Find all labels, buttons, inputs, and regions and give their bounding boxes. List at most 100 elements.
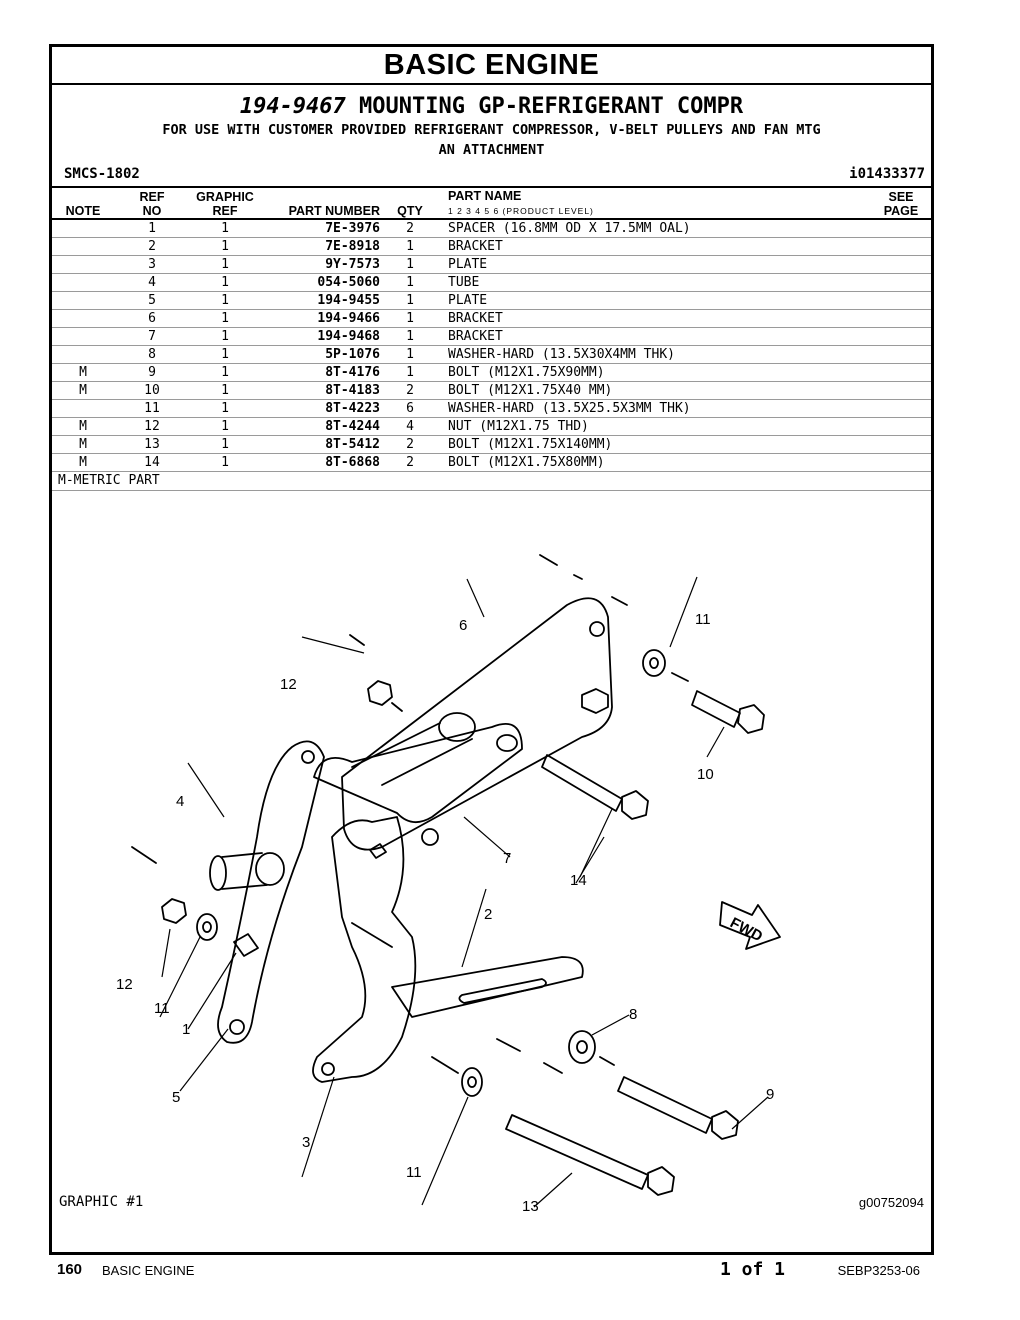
cell-graphic-ref: 1 xyxy=(190,237,260,256)
cell-ref: 8 xyxy=(114,345,190,364)
cell-ref: 6 xyxy=(114,309,190,328)
fwd-arrow xyxy=(719,901,781,950)
callout-11-upper: 11 xyxy=(695,611,711,628)
graphic-label: GRAPHIC #1 xyxy=(59,1194,144,1210)
header-note: NOTE xyxy=(52,186,114,220)
bolt-9 xyxy=(617,1076,713,1134)
cell-qty: 2 xyxy=(380,435,440,454)
cell-see-page xyxy=(871,237,931,256)
page-of: 1 of 1 xyxy=(720,1259,786,1280)
exploded-view-drawing: FWD xyxy=(116,554,781,1215)
bracket-7 xyxy=(313,722,523,823)
group-name: MOUNTING GP-REFRIGERANT COMPR xyxy=(359,94,744,119)
cell-note xyxy=(52,309,114,328)
washer-8 xyxy=(568,1030,596,1064)
cell-part-number: 7E-3976 xyxy=(260,219,380,238)
washer-11-upper xyxy=(642,649,666,677)
cell-note: M xyxy=(52,453,114,472)
bolt-10 xyxy=(691,690,741,728)
cell-graphic-ref: 1 xyxy=(190,345,260,364)
cell-part-name: TUBE xyxy=(440,273,871,292)
washer-11-lower xyxy=(461,1067,483,1097)
cell-part-number: 5P-1076 xyxy=(260,345,380,364)
cell-graphic-ref: 1 xyxy=(190,381,260,400)
cell-qty: 1 xyxy=(380,345,440,364)
cell-see-page xyxy=(871,219,931,238)
cell-part-name: BRACKET xyxy=(440,309,871,328)
cell-part-name: BOLT (M12X1.75X90MM) xyxy=(440,363,871,382)
cell-qty: 2 xyxy=(380,381,440,400)
plate-5 xyxy=(217,740,325,1044)
callout-12-lower: 12 xyxy=(116,976,133,993)
cell-part-number: 7E-8918 xyxy=(260,237,380,256)
cell-graphic-ref: 1 xyxy=(190,363,260,382)
callout-8: 8 xyxy=(629,1006,637,1023)
cell-part-number: 194-9455 xyxy=(260,291,380,310)
parts-page-frame: BASIC ENGINE 194-9467 MOUNTING GP-REFRIG… xyxy=(49,44,934,1255)
cell-see-page xyxy=(871,273,931,292)
cell-part-name: WASHER-HARD (13.5X25.5X3MM THK) xyxy=(440,399,871,418)
callout-2: 2 xyxy=(484,906,492,923)
cell-see-page xyxy=(871,399,931,418)
bracket-6-hole-top xyxy=(589,621,605,637)
cell-part-number: 9Y-7573 xyxy=(260,255,380,274)
callout-11-left: 11 xyxy=(154,1000,170,1017)
header-part-number: PART NUMBER xyxy=(260,186,380,220)
cell-graphic-ref: 1 xyxy=(190,417,260,436)
section-title: BASIC ENGINE xyxy=(52,47,931,85)
cell-qty: 1 xyxy=(380,291,440,310)
cell-note xyxy=(52,327,114,346)
cell-ref: 1 xyxy=(114,219,190,238)
cell-see-page xyxy=(871,309,931,328)
cell-qty: 4 xyxy=(380,417,440,436)
header-qty: QTY xyxy=(380,186,440,220)
cell-part-name: PLATE xyxy=(440,255,871,274)
cell-graphic-ref: 1 xyxy=(190,219,260,238)
cell-qty: 2 xyxy=(380,219,440,238)
cell-note xyxy=(52,291,114,310)
callout-11-lower: 11 xyxy=(406,1164,422,1181)
cell-note: M xyxy=(52,417,114,436)
bracket-2 xyxy=(391,956,584,1018)
bolt-14 xyxy=(541,754,623,812)
bracket-6 xyxy=(341,597,613,851)
cell-ref: 4 xyxy=(114,273,190,292)
group-header: 194-9467 MOUNTING GP-REFRIGERANT COMPR F… xyxy=(52,85,931,160)
washer-11-left xyxy=(196,913,218,941)
cell-part-number: 194-9468 xyxy=(260,327,380,346)
cell-part-name: WASHER-HARD (13.5X30X4MM THK) xyxy=(440,345,871,364)
callout-1: 1 xyxy=(182,1021,190,1038)
cell-ref: 9 xyxy=(114,363,190,382)
callout-12-upper: 12 xyxy=(280,676,297,693)
cell-note: M xyxy=(52,435,114,454)
cell-see-page xyxy=(871,435,931,454)
group-title: 194-9467 MOUNTING GP-REFRIGERANT COMPR xyxy=(52,94,931,120)
cell-graphic-ref: 1 xyxy=(190,255,260,274)
cell-see-page xyxy=(871,255,931,274)
footer-section: BASIC ENGINE xyxy=(102,1263,195,1278)
cell-part-number: 194-9466 xyxy=(260,309,380,328)
cell-part-name: BOLT (M12X1.75X140MM) xyxy=(440,435,871,454)
cell-ref: 5 xyxy=(114,291,190,310)
group-description-2: AN ATTACHMENT xyxy=(438,142,545,158)
cell-part-number: 8T-5412 xyxy=(260,435,380,454)
cell-ref: 7 xyxy=(114,327,190,346)
cell-qty: 1 xyxy=(380,237,440,256)
page-number: 160 xyxy=(57,1261,83,1278)
cell-qty: 6 xyxy=(380,399,440,418)
page-footer: 160 BASIC ENGINE 1 of 1 SEBP3253-06 xyxy=(55,1258,930,1282)
tube-4 xyxy=(255,852,285,886)
cell-note xyxy=(52,237,114,256)
cell-part-name: SPACER (16.8MM OD X 17.5MM OAL) xyxy=(440,219,871,238)
cell-note: M xyxy=(52,381,114,400)
